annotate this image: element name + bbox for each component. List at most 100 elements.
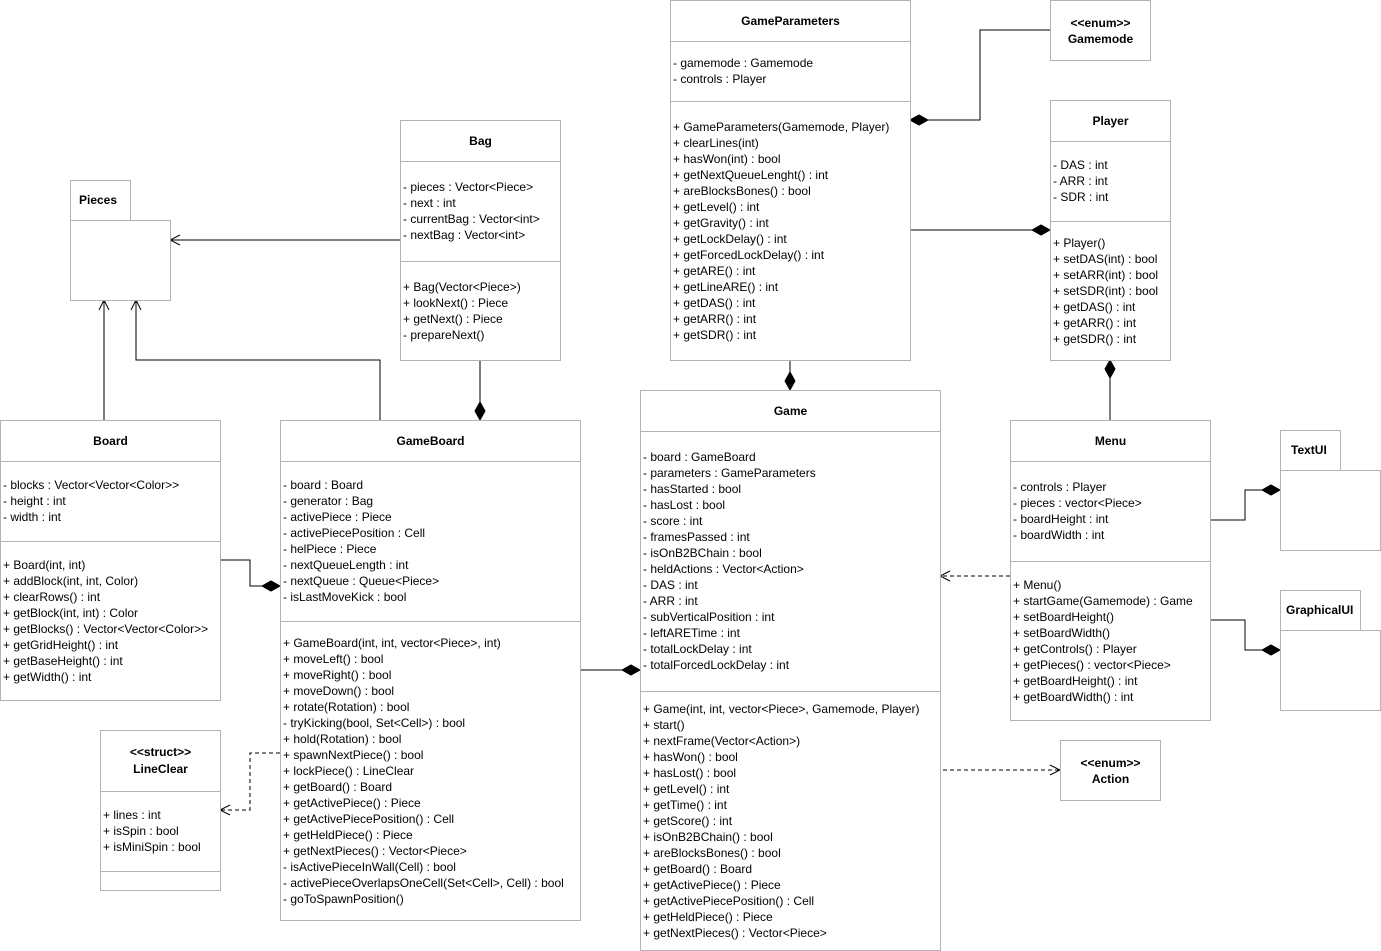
attribute-row: - hasStarted : bool <box>643 482 742 496</box>
method-row: + getBoard() : Board <box>643 862 753 876</box>
attribute-row: - ARR : int <box>643 594 698 608</box>
method-row: + getLineARE() : int <box>673 280 779 294</box>
divider <box>101 791 220 792</box>
package-pieces-body[interactable] <box>70 220 171 301</box>
method-row: + getGravity() : int <box>673 216 769 230</box>
enum-gamemode[interactable]: <<enum>> Gamemode <box>1050 0 1151 61</box>
package-pieces-label: Pieces <box>79 193 118 207</box>
class-player[interactable]: Player - DAS : int- ARR : int- SDR : int… <box>1050 100 1171 361</box>
method-row: + nextFrame(Vector<Action>) <box>643 734 801 748</box>
method-row: + setBoardHeight() <box>1013 610 1115 624</box>
class-name: Menu <box>1094 434 1127 448</box>
method-row: + getActivePiecePosition() : Cell <box>283 812 455 826</box>
package-graphicalui-body[interactable] <box>1280 630 1381 711</box>
method-row: - prepareNext() <box>403 328 485 342</box>
class-board[interactable]: Board - blocks : Vector<Vector<Color>> - … <box>0 420 221 701</box>
attribute-row: - activePiece : Piece <box>283 510 392 524</box>
attribute-row: - controls : Player <box>1013 480 1107 494</box>
attribute-row: - height : int <box>3 494 66 508</box>
enum-action[interactable]: <<enum>> Action <box>1060 740 1161 801</box>
attribute-row: - DAS : int <box>643 578 698 592</box>
method-row: + getNextQueueLenght() : int <box>673 168 829 182</box>
package-textui-body[interactable] <box>1280 470 1381 551</box>
class-name: Board <box>93 434 128 448</box>
method-list: + Game(int, int, vector<Piece>, Gamemode… <box>643 701 938 941</box>
composition-graphicalui-menu <box>1210 619 1262 651</box>
method-row: + getNext() : Piece <box>403 312 503 326</box>
attribute-row: - DAS : int <box>1053 158 1108 172</box>
class-lineclear[interactable]: <<struct>> LineClear + lines : int+ isSp… <box>100 730 221 891</box>
attribute-row: - pieces : Vector<Piece> <box>403 180 534 194</box>
composition-diamond <box>620 664 642 676</box>
method-list: + Menu()+ startGame(Gamemode) : Game+ se… <box>1013 577 1208 705</box>
class-name: LineClear <box>133 762 188 776</box>
attribute-row: - heldActions : Vector<Action> <box>643 562 804 576</box>
composition-diamond <box>1260 644 1282 656</box>
attribute-row: - blocks : Vector<Vector<Color>> <box>3 478 180 492</box>
method-row: + getActivePiece() : Piece <box>283 796 421 810</box>
class-bag[interactable]: Bag - pieces : Vector<Piece>- next : int… <box>400 120 561 361</box>
attribute-list: - pieces : Vector<Piece>- next : int- cu… <box>403 179 558 243</box>
attribute-row: - width : int <box>3 510 62 524</box>
attribute-row: - totalForcedLockDelay : int <box>643 658 790 672</box>
method-row: + hasWon(int) : bool <box>673 152 781 166</box>
dependency-gameboard-lineclear <box>220 752 280 810</box>
attribute-row: - currentBag : Vector<int> <box>403 212 540 226</box>
divider <box>641 431 940 432</box>
composition-board-gameboard <box>220 559 262 587</box>
method-row: + hasWon() : bool <box>643 750 738 764</box>
enum-action-name: Action <box>1091 772 1130 786</box>
method-row: + Board(int, int) <box>3 558 86 572</box>
composition-diamond <box>1030 224 1052 236</box>
method-row: + getSDR() : int <box>1053 332 1137 346</box>
attribute-row: - board : GameBoard <box>643 450 756 464</box>
package-graphicalui-label: GraphicalUI <box>1286 603 1354 617</box>
divider <box>1011 561 1210 562</box>
divider <box>1 461 220 462</box>
composition-gamemode-gameparameters <box>928 29 1050 121</box>
attribute-row: - nextQueueLength : int <box>283 558 409 572</box>
attribute-row: - isOnB2BChain : bool <box>643 546 762 560</box>
association-gameboard-pieces <box>136 300 381 420</box>
method-row: + getSDR() : int <box>673 328 757 342</box>
attribute-row: + lines : int <box>103 808 161 822</box>
attribute-row: + isMiniSpin : bool <box>103 840 201 854</box>
method-list: + Bag(Vector<Piece>)+ lookNext() : Piece… <box>403 279 558 343</box>
method-row: + Game(int, int, vector<Piece>, Gamemode… <box>643 702 920 716</box>
class-gameparameters[interactable]: GameParameters - gamemode : Gamemode- co… <box>670 0 911 361</box>
enum-gamemode-stereotype: <<enum>> <box>1070 16 1131 30</box>
package-pieces-tab[interactable] <box>70 180 131 221</box>
method-row: + spawnNextPiece() : bool <box>283 748 424 762</box>
divider <box>1051 141 1170 142</box>
attribute-row: - subVerticalPosition : int <box>643 610 775 624</box>
package-textui-tab[interactable] <box>1280 430 1341 471</box>
method-row: + clearLines(int) <box>673 136 759 150</box>
attribute-row: - SDR : int <box>1053 190 1109 204</box>
method-row: + setBoardWidth() <box>1013 626 1111 640</box>
class-gameboard[interactable]: GameBoard - board : Board- generator : B… <box>280 420 581 921</box>
attribute-list: - controls : Player - pieces : vector<Pie… <box>1013 479 1208 543</box>
class-menu[interactable]: Menu - controls : Player - pieces : vecto… <box>1010 420 1211 721</box>
attribute-row: - boardWidth : int <box>1013 528 1105 542</box>
method-row: + Player() <box>1053 236 1106 250</box>
method-row: + hold(Rotation) : bool <box>283 732 402 746</box>
attribute-row: - generator : Bag <box>283 494 374 508</box>
class-name: Player <box>1092 114 1129 128</box>
attribute-row: - boardHeight : int <box>1013 512 1109 526</box>
attribute-row: - pieces : vector<Piece> <box>1013 496 1142 510</box>
method-row: + getLevel() : int <box>643 782 730 796</box>
method-row: + getHeldPiece() : Piece <box>283 828 413 842</box>
method-list: + GameBoard(int, int, vector<Piece>, int… <box>283 635 578 907</box>
attribute-list: - gamemode : Gamemode- controls : Player <box>673 55 908 87</box>
method-row: + setDAS(int) : bool <box>1053 252 1158 266</box>
method-row: + Bag(Vector<Piece>) <box>403 280 521 294</box>
divider <box>671 101 910 102</box>
divider <box>671 41 910 42</box>
method-row: + lockPiece() : LineClear <box>283 764 415 778</box>
class-game[interactable]: Game - board : GameBoard- parameters : G… <box>640 390 941 951</box>
method-row: + GameParameters(Gamemode, Player) <box>673 120 890 134</box>
composition-diamond <box>908 114 930 126</box>
method-row: + getBaseHeight() : int <box>3 654 123 668</box>
composition-diamond <box>1104 358 1116 380</box>
attribute-list: + lines : int+ isSpin : bool+ isMiniSpin… <box>103 807 218 855</box>
